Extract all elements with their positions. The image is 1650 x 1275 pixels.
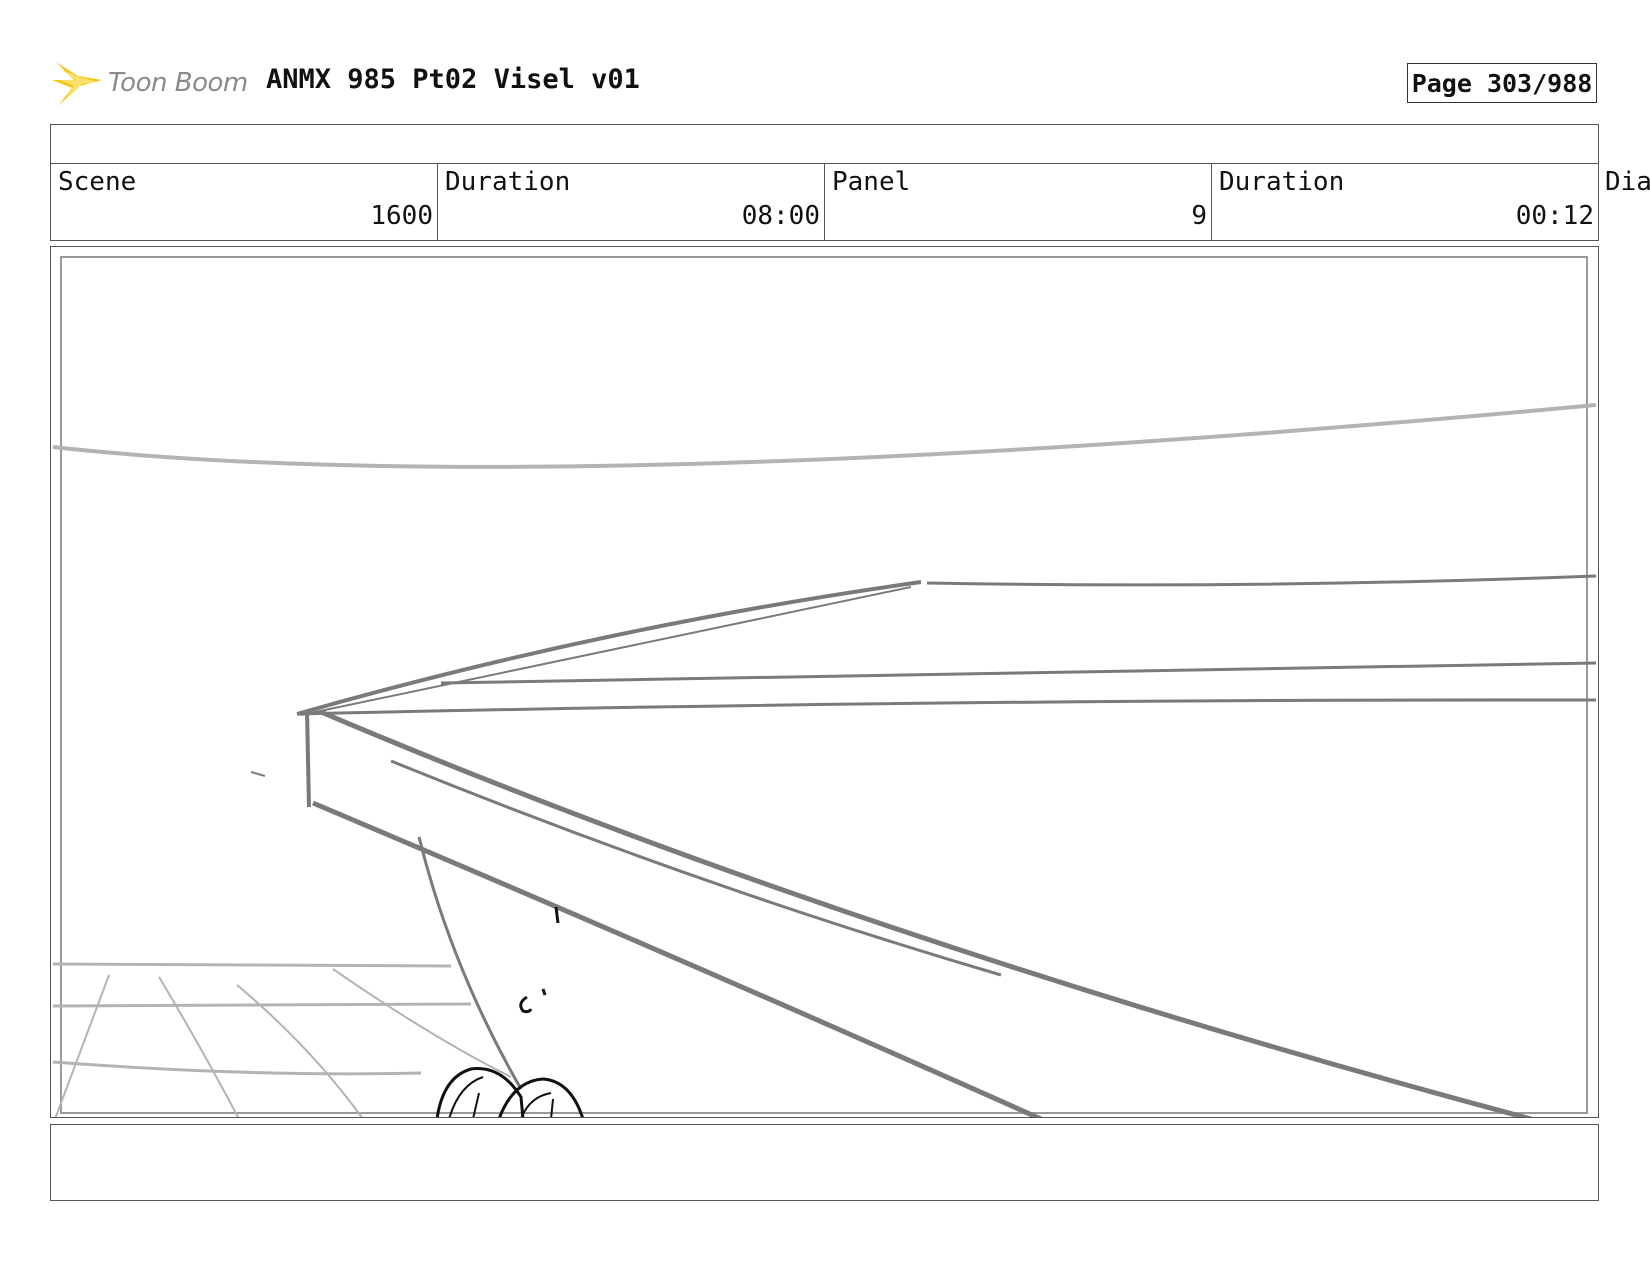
floor-line <box>52 1002 472 1008</box>
ink-mark <box>498 1077 584 1117</box>
ink-mark <box>519 995 533 1014</box>
panel-value: 9 <box>1191 201 1207 231</box>
panel-label: Panel <box>832 167 911 197</box>
document-title: ANMX 985 Pt02 Visel v01 <box>266 64 640 95</box>
panel-duration-cell: Duration 00:12 <box>1212 163 1599 240</box>
ink-mark <box>448 1076 484 1117</box>
sketch-line <box>250 771 266 777</box>
ink-mark <box>554 906 560 924</box>
sketch-line <box>320 709 1532 1117</box>
floor-line <box>52 962 452 968</box>
scene-info-row: Scene 1600 Duration 08:00 Panel 9 Durati… <box>50 163 1599 241</box>
floor-line <box>332 968 512 1078</box>
storyboard-panel <box>50 246 1599 1118</box>
sketch-line <box>305 709 311 808</box>
safe-area-frame <box>60 256 1588 1114</box>
sketch-line <box>417 836 523 1090</box>
ink-mark <box>550 1098 554 1117</box>
sketch-line <box>296 580 922 716</box>
panel-duration-label: Duration <box>1219 167 1345 197</box>
scene-duration-value: 08:00 <box>741 201 820 231</box>
sketch-line <box>390 759 1002 977</box>
sketch-line <box>296 698 1597 716</box>
scene-label: Scene <box>58 167 137 197</box>
ink-mark <box>435 1067 525 1117</box>
scene-duration-cell: Duration 08:00 <box>438 163 825 240</box>
scene-value: 1600 <box>370 201 433 231</box>
sketch-line <box>440 661 1597 685</box>
scene-duration-label: Duration <box>445 167 571 197</box>
dialogue-label: Dia <box>1605 167 1650 197</box>
floor-line <box>236 984 363 1117</box>
page-indicator: Page 303/988 <box>1407 63 1597 103</box>
starburst-icon <box>52 62 102 106</box>
horizon-curve <box>52 403 1597 469</box>
floor-line <box>158 976 240 1117</box>
panel-duration-value: 00:12 <box>1515 201 1594 231</box>
toon-boom-logo: Toon Boom <box>52 56 252 112</box>
floor-line <box>54 974 110 1117</box>
sketch-line <box>300 586 912 716</box>
ink-mark <box>520 1092 552 1117</box>
sketch-line <box>926 574 1597 587</box>
panel-cell: Panel 9 <box>825 163 1212 240</box>
logo-text: Toon Boom <box>108 68 248 98</box>
ink-mark <box>541 988 547 996</box>
scene-cell: Scene 1600 <box>51 163 438 240</box>
ink-mark <box>472 1092 480 1117</box>
action-notes-box <box>50 1124 1599 1201</box>
panel-sketch <box>52 256 1597 1117</box>
floor-line <box>52 1060 422 1076</box>
header-strip <box>50 124 1599 164</box>
